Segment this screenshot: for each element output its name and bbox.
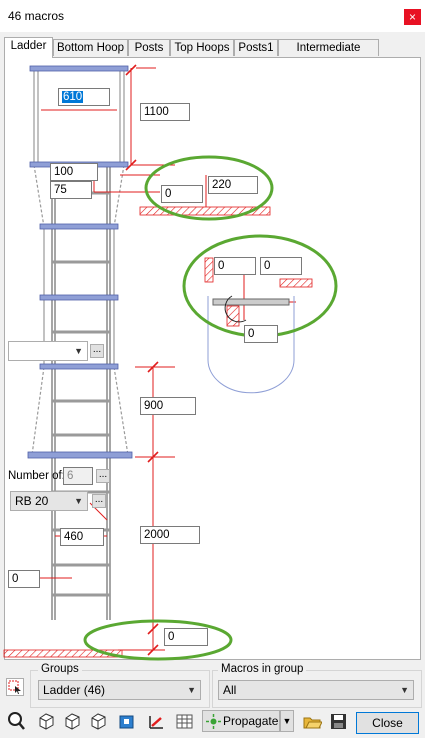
macros-in-group-box xyxy=(212,670,422,708)
pointer-select-icon xyxy=(8,680,21,694)
groups-label: Groups xyxy=(38,663,82,675)
title-bar: 46 macros × xyxy=(0,0,425,32)
window-title: 46 macros xyxy=(8,9,65,23)
folder-open-icon xyxy=(303,717,323,729)
spacing-2000-field[interactable]: 2000 xyxy=(140,526,200,544)
bottom-offset-field[interactable]: 0 xyxy=(164,628,208,646)
number-of-label: Number of: xyxy=(8,470,65,482)
profile-icon xyxy=(149,716,163,729)
chevron-down-icon: ▼ xyxy=(282,716,292,726)
macros-in-group-label: Macros in group xyxy=(218,663,307,675)
chevron-down-icon: ▼ xyxy=(187,685,196,695)
magnifier-icon xyxy=(8,712,25,730)
table-button[interactable] xyxy=(174,710,194,732)
hoop-right-field[interactable]: 0 xyxy=(260,257,302,275)
rung-profile-combo[interactable]: RB 20 ▼ xyxy=(10,491,88,511)
propagate-dropdown-button[interactable]: ▼ xyxy=(280,710,294,732)
hoop-plan-view xyxy=(207,295,295,394)
cube-view-1-button[interactable] xyxy=(36,710,56,732)
highlight-ellipses xyxy=(83,155,338,661)
tab-posts1[interactable]: Posts1 xyxy=(234,39,278,56)
hatched-floors xyxy=(3,206,313,658)
rung-width-field[interactable]: 460 xyxy=(60,528,104,546)
hoop-bottom-field[interactable]: 0 xyxy=(244,325,278,343)
tab-posts[interactable]: Posts xyxy=(128,39,170,56)
tab-top-hoops[interactable]: Top Hoops xyxy=(170,39,234,56)
rung-profile-value: RB 20 xyxy=(15,494,49,508)
save-to-model-button[interactable] xyxy=(116,710,136,732)
tab-bottom-hoop[interactable]: Bottom Hoop xyxy=(53,39,128,56)
hoop-left-field[interactable]: 0 xyxy=(214,257,256,275)
propagate-label: Propagate xyxy=(223,714,279,728)
macros-in-group-combo[interactable]: All ▼ xyxy=(218,680,414,700)
left-offset-field[interactable]: 0 xyxy=(8,570,40,588)
height-220-field[interactable]: 220 xyxy=(208,176,258,194)
cube-icon xyxy=(91,713,106,730)
cube-icon xyxy=(65,713,80,730)
rung-profile-browse-button[interactable]: ... xyxy=(92,494,106,508)
dimension-ticks xyxy=(125,64,159,656)
offset-0-field[interactable]: 0 xyxy=(161,185,203,203)
ladder-rails xyxy=(51,165,111,620)
top-height-field[interactable]: 1100 xyxy=(140,103,190,121)
select-objects-button[interactable] xyxy=(6,678,24,696)
table-icon xyxy=(176,714,193,729)
number-of-browse-button[interactable]: ... xyxy=(96,469,110,483)
tab-ladder[interactable]: Ladder xyxy=(4,37,53,58)
groups-box xyxy=(30,670,210,708)
macros-in-group-value: All xyxy=(223,683,237,697)
groups-value: Ladder (46) xyxy=(43,683,106,697)
top-width-value: 610 xyxy=(62,91,84,103)
propagate-icon xyxy=(206,714,221,729)
close-button[interactable]: Close xyxy=(356,712,419,734)
offset-100-field[interactable]: 100 xyxy=(50,163,98,181)
groups-combo[interactable]: Ladder (46) ▼ xyxy=(38,680,201,700)
model-icon xyxy=(119,715,134,729)
floppy-disk-icon xyxy=(331,714,346,729)
chevron-down-icon: ▼ xyxy=(74,496,83,506)
propagate-button[interactable]: Propagate xyxy=(202,710,280,732)
offset-75-field[interactable]: 75 xyxy=(50,181,92,199)
profile-tool-button[interactable] xyxy=(146,710,166,732)
open-button[interactable] xyxy=(302,710,323,732)
chevron-down-icon: ▼ xyxy=(400,685,409,695)
macro-type-combo[interactable]: ▼ xyxy=(8,341,88,361)
close-window-icon[interactable]: × xyxy=(404,9,421,25)
cube-icon xyxy=(39,713,54,730)
cube-view-2-button[interactable] xyxy=(62,710,82,732)
chevron-down-icon: ▼ xyxy=(74,346,83,356)
macro-type-browse-button[interactable]: ... xyxy=(90,344,104,358)
cube-view-3-button[interactable] xyxy=(88,710,108,732)
top-width-field[interactable]: 610 xyxy=(58,88,110,106)
inspect-button[interactable] xyxy=(6,710,26,732)
save-button[interactable] xyxy=(328,710,348,732)
spacing-900-field[interactable]: 900 xyxy=(140,397,196,415)
number-of-field[interactable]: 6 xyxy=(63,467,93,485)
